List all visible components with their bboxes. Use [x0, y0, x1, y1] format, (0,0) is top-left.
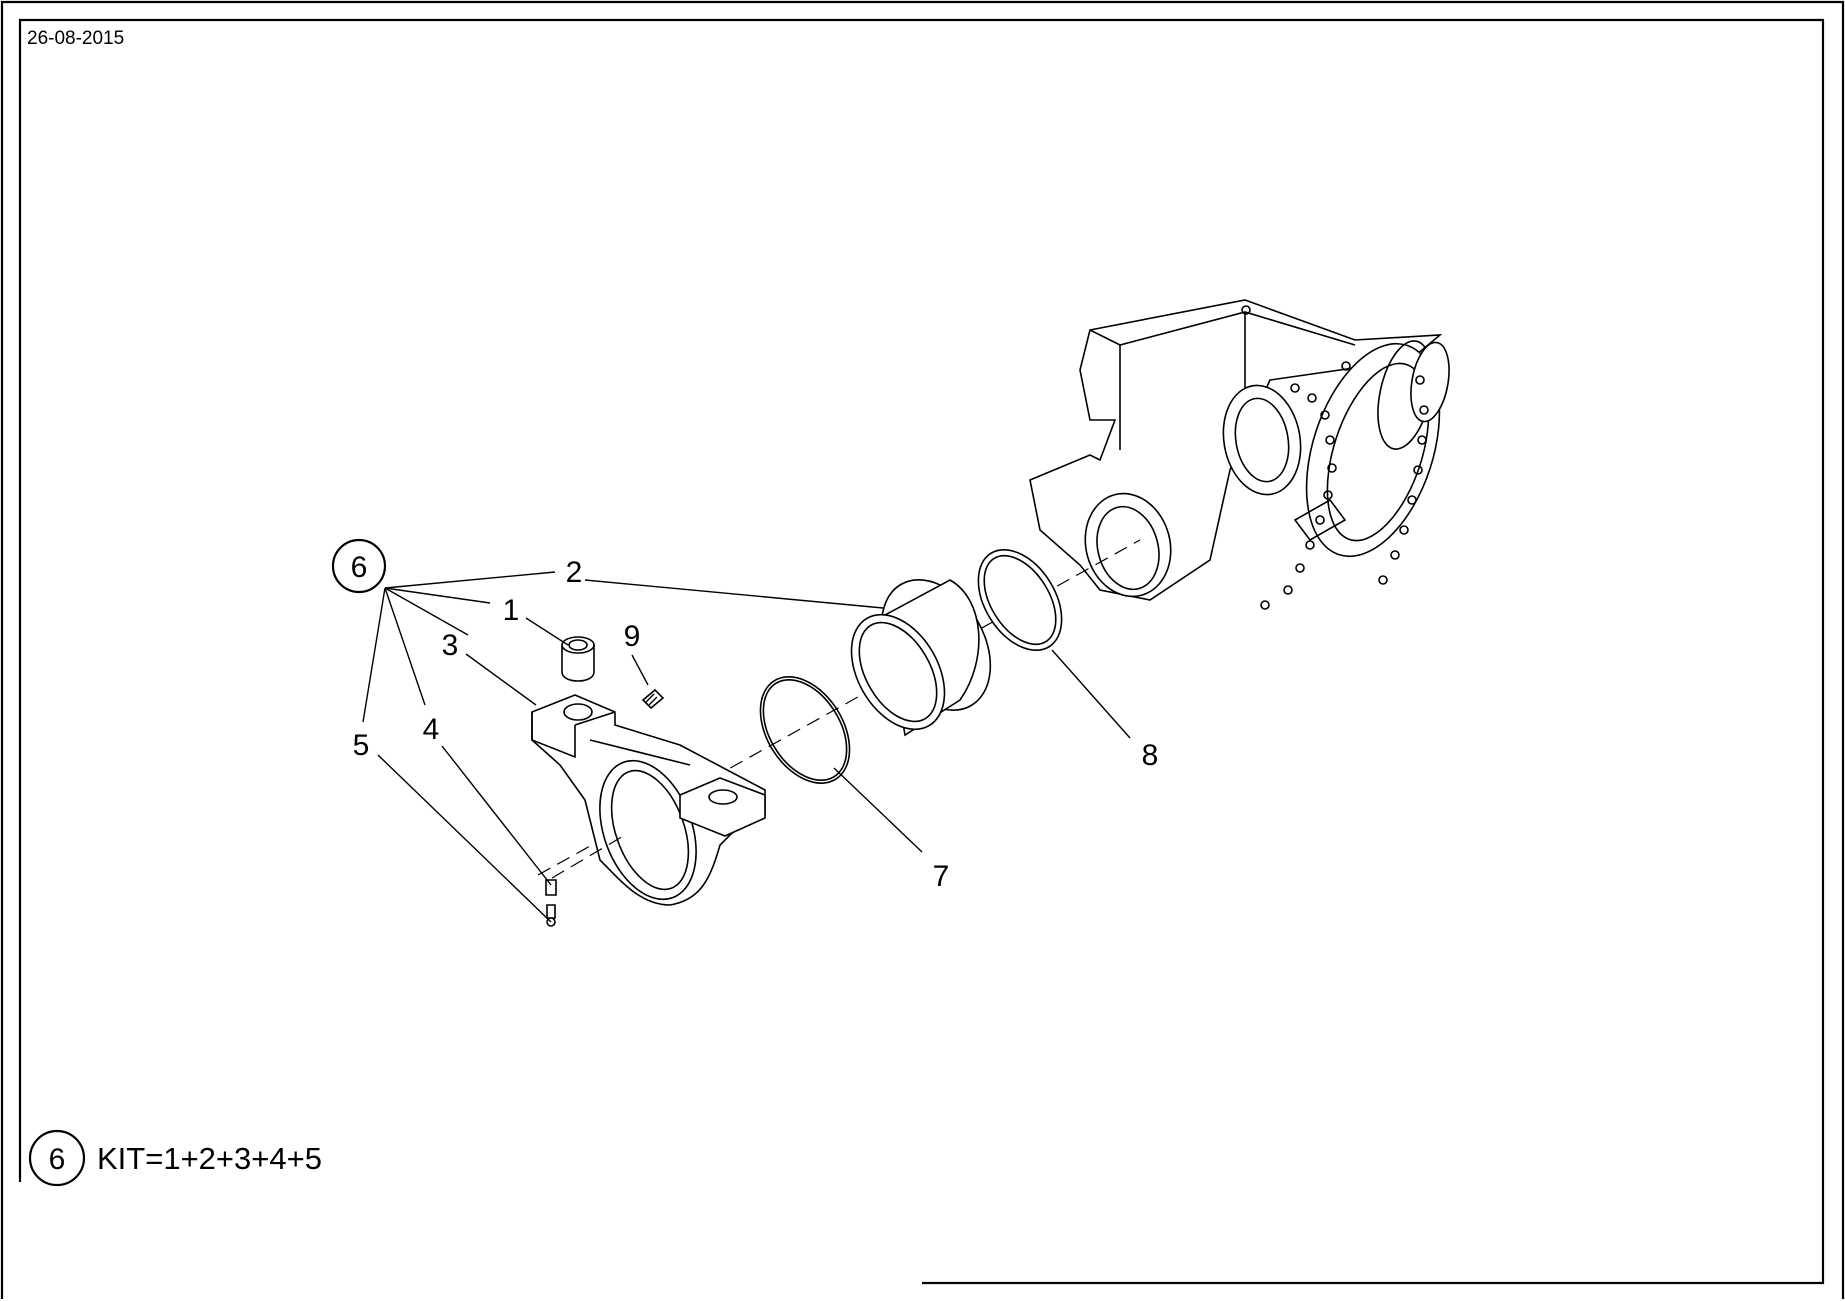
callout-7: 7: [933, 860, 950, 893]
leader-lines: [362, 571, 1131, 923]
callout-4: 4: [423, 713, 440, 746]
part-4-5-fittings: [545, 834, 626, 927]
callout-3: 3: [442, 629, 459, 662]
part-7-oring: [759, 676, 851, 784]
part-1-sleeve: [561, 636, 595, 682]
callout-5: 5: [353, 729, 370, 762]
callout-6: 6: [351, 551, 368, 584]
part-3-support: [531, 694, 766, 906]
callout-8: 8: [1142, 739, 1159, 772]
drawing-date: 26-08-2015: [27, 28, 125, 49]
callout-9: 9: [624, 620, 641, 653]
callout-2: 2: [566, 556, 583, 589]
part-2-bushing: [850, 579, 992, 737]
kit-callout-circle: [331, 538, 387, 594]
legend-text: KIT=1+2+3+4+5: [97, 1141, 322, 1176]
part-8-ring: [977, 549, 1063, 651]
part-9-screw: [641, 688, 665, 710]
kit-legend: 6 KIT=1+2+3+4+5: [28, 1129, 322, 1187]
axle-housing: [1029, 299, 1450, 610]
legend-number: 6: [49, 1143, 66, 1176]
callout-1: 1: [503, 594, 520, 627]
